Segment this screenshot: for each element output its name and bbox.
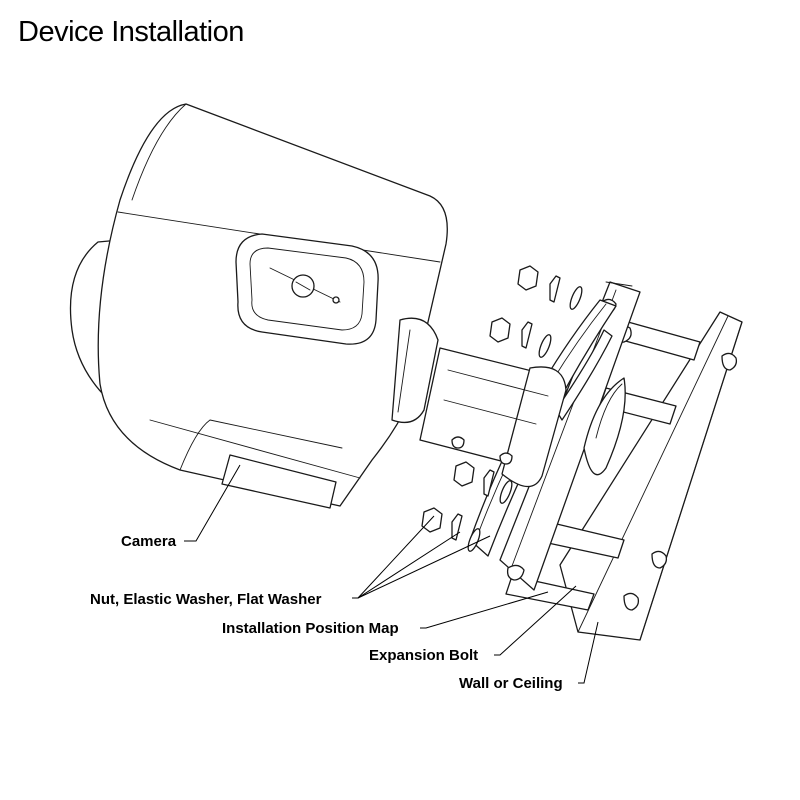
label-wall-or-ceiling: Wall or Ceiling [459, 675, 563, 692]
label-expansion-bolt: Expansion Bolt [369, 647, 478, 664]
leader-camera [184, 464, 241, 542]
page-title: Device Installation [18, 16, 244, 48]
leader-wall-ceiling [578, 621, 599, 684]
hardware-set-upper [421, 265, 583, 552]
label-nut-washers: Nut, Elastic Washer, Flat Washer [90, 591, 322, 608]
wall-or-ceiling [559, 311, 743, 641]
camera [69, 103, 448, 509]
label-installation-position-map: Installation Position Map [222, 620, 399, 637]
leader-installation-map [420, 591, 549, 629]
bracket-neck [419, 347, 567, 488]
leader-lines [184, 464, 599, 684]
installation-position-map [499, 281, 641, 591]
leader-expansion-bolt [494, 585, 577, 656]
label-camera: Camera [121, 533, 177, 550]
